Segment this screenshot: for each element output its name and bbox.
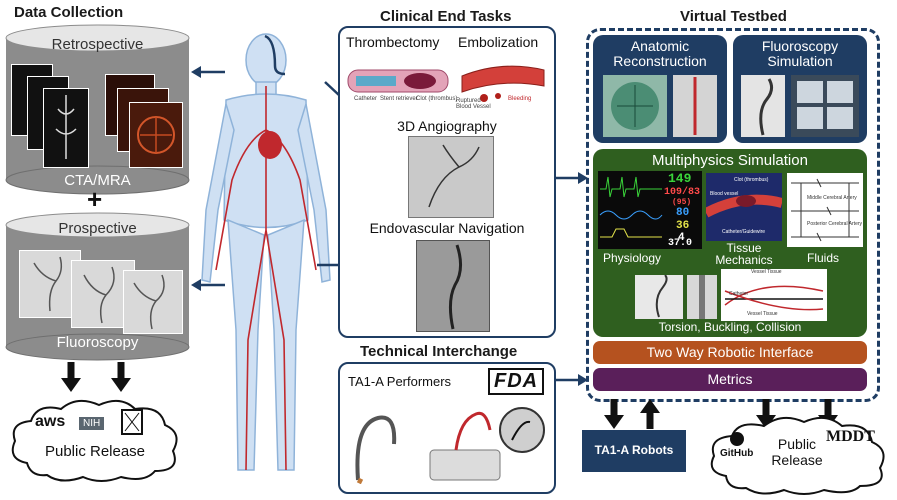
cta-mra-label: CTA/MRA [64, 172, 131, 189]
technical-title: Technical Interchange [360, 343, 518, 360]
clinical-title: Clinical End Tasks [380, 8, 512, 25]
physiology-monitor: 149 109/83 (95) 80 36 4 37.0 [598, 171, 702, 249]
mra-image-3 [129, 102, 183, 168]
clinical-to-testbed-arrow [554, 172, 588, 184]
cta-image-3 [43, 88, 89, 168]
fluoro-sim-image-2 [791, 75, 859, 137]
clinical-panel: Thrombectomy Embolization Catheter Stent… [338, 26, 556, 338]
prospective-label: Prospective [58, 220, 137, 237]
fluoro-image-3 [123, 270, 183, 334]
torsion-note-3: Vessel Tissue [747, 311, 778, 317]
repository-icon [121, 409, 143, 435]
anatomic-brain-image [603, 75, 667, 137]
mddt-logo: MDDT [826, 428, 875, 445]
angiography-label: 3D Angiography [397, 118, 497, 134]
fda-logo: FDA [488, 368, 545, 395]
embolization-label: Embolization [458, 34, 539, 50]
ruptured-note: Ruptured Blood Vessel [456, 98, 491, 110]
vital-spo2: 80 [676, 207, 690, 219]
torsion-label: Torsion, Buckling, Collision [658, 320, 802, 334]
multiphysics-card: Multiphysics Simulation 149 109/83 (95) … [593, 149, 867, 337]
thrombectomy-label: Thrombectomy [346, 34, 440, 50]
torsion-image-2 [687, 275, 717, 319]
robots-label: TA1-A Robots [594, 443, 674, 457]
vital-heart-rate: 149 [668, 171, 692, 186]
tissue-mechanics-image: Clot (thrombus) Blood vessel Catheter/Gu… [703, 173, 784, 241]
fluoroscopy-label: Fluoroscopy [56, 334, 139, 351]
clot-note: Clot (thrombus) [416, 96, 458, 102]
fluoroscopy-simulation-card: Fluoroscopy Simulation [733, 35, 867, 143]
fluids-label: Fluids [807, 251, 840, 265]
vital-resp: 36 [676, 220, 690, 232]
navigation-label: Endovascular Navigation [369, 220, 525, 236]
torsion-note-2: Catheter [729, 291, 749, 297]
fluoro-image-1 [19, 250, 81, 318]
robotic-interface-bar: Two Way Robotic Interface [593, 341, 867, 364]
fluids-circuit-image: Middle Cerebral Artery Posterior Cerebra… [787, 173, 863, 247]
tissue-mechanics-label: Tissue Mechanics [715, 241, 773, 267]
retrospective-cylinder: Retrospective CTA/MRA [5, 24, 190, 196]
anatomic-vessel-image [673, 75, 717, 137]
tissue-note-vessel: Blood vessel [710, 191, 739, 197]
catheter-device-image [355, 415, 397, 484]
public-release-text-right: Public Release [771, 436, 823, 468]
vital-etco2: 4 [678, 232, 685, 244]
human-body-illustration [201, 33, 331, 471]
vital-temp: 37.0 [668, 238, 693, 249]
torsion-note-1: Vessel Tissue [751, 269, 782, 275]
physiology-label: Physiology [603, 251, 662, 265]
robots-box: TA1-A Robots [582, 430, 686, 472]
navigation-image [416, 240, 490, 332]
fluids-note-pca: Posterior Cerebral Artery [807, 221, 863, 227]
bleeding-note: Bleeding [508, 96, 532, 102]
stent-note: Stent retriever [380, 96, 418, 102]
anatomic-label: Anatomic Reconstruction [613, 38, 707, 69]
angiography-image [408, 136, 494, 218]
vital-map: (95) [672, 198, 692, 207]
vital-blood-pressure: 109/83 [664, 187, 701, 198]
data-collection-title: Data Collection [14, 4, 124, 21]
virtual-testbed-panel [586, 28, 880, 402]
metrics-bar: Metrics [593, 368, 867, 391]
robots-arrows [604, 399, 660, 429]
multiphysics-label: Multiphysics Simulation [652, 152, 808, 169]
technical-to-metrics-arrow [554, 374, 588, 386]
fluoro-sim-label: Fluoroscopy Simulation [761, 38, 839, 69]
public-release-label-left: Public Release [44, 443, 146, 460]
retrospective-label: Retrospective [51, 36, 144, 53]
embolization-image [461, 65, 545, 102]
torsion-chart-image: Vessel Tissue Catheter Vessel Tissue [721, 269, 827, 321]
robot-device-image [429, 407, 545, 481]
public-release-cloud-right: GitHub Public Release MDDT [704, 412, 892, 496]
public-release-label-right: Public Release [762, 436, 832, 468]
github-icon [730, 432, 744, 446]
release-arrows [61, 362, 131, 392]
prospective-cylinder: Prospective Fluoroscopy [5, 212, 190, 362]
technical-panel: TA1-A Performers FDA [338, 362, 556, 494]
metrics-label: Metrics [707, 371, 753, 387]
aws-logo: aws [35, 413, 66, 430]
public-release-cloud-left: aws NIH Public Release [5, 393, 185, 485]
anatomic-reconstruction-card: Anatomic Reconstruction [593, 35, 727, 143]
performers-label: TA1-A Performers [348, 374, 452, 389]
fluids-note-mca: Middle Cerebral Artery [807, 195, 857, 201]
catheter-note: Catheter [354, 96, 378, 102]
thrombectomy-image [347, 69, 449, 93]
robotic-interface-label: Two Way Robotic Interface [646, 344, 814, 360]
github-label: GitHub [720, 448, 754, 459]
nih-logo: NIH [79, 417, 105, 430]
virtual-testbed-title: Virtual Testbed [680, 8, 787, 25]
plus-sign: + [87, 184, 103, 214]
tissue-note-catheter: Catheter/Guidewire [722, 229, 766, 235]
tissue-note-clot: Clot (thrombus) [734, 177, 769, 183]
fluoro-sim-image-1 [741, 75, 785, 137]
torsion-image-1 [635, 274, 683, 319]
